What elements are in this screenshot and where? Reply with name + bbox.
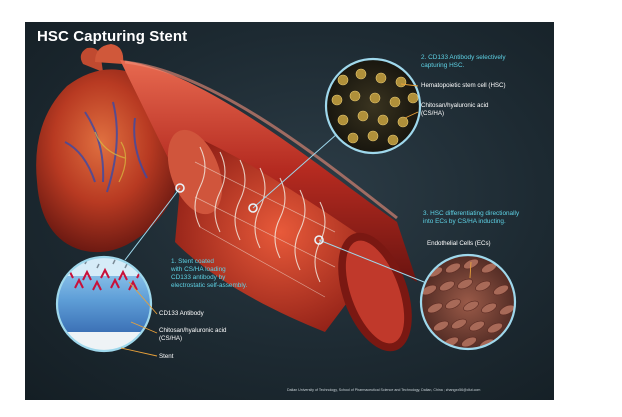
illustration-panel: HSC Capturing Stent 1. Stent coated with… [25,22,554,400]
footer-credit: Dalian University of Technology, School … [287,388,481,392]
page-title: HSC Capturing Stent [37,28,188,45]
callout-points [175,183,324,245]
step-2-text: 2. CD133 Antibody selectively capturing … [421,54,506,69]
stent-illustration [36,44,517,357]
label-stent: Stent [159,353,174,360]
label-hsc: Hematopoietic stem cell (HSC) [421,82,506,89]
step-1-text: 1. Stent coated with CS/HA loading CD133… [171,258,248,289]
blood-vessel [120,60,417,352]
step-3-text: 3. HSC differentiating directionally int… [423,210,520,225]
label-chitosan-top: Chitosan/hyaluronic acid (CS/HA) [421,102,489,117]
label-endothelial-cells: Endothelial Cells (ECs) [427,240,491,247]
callout-connectors [124,133,430,285]
stent-coating-callout [55,255,153,353]
label-cd133-antibody: CD133 Antibody [159,310,204,317]
label-chitosan-left: Chitosan/hyaluronic acid (CS/HA) [159,327,227,342]
endothelial-callout [419,253,517,351]
label-leaders [120,83,472,357]
heart-illustration [36,44,182,253]
hsc-capture-callout [324,57,422,155]
